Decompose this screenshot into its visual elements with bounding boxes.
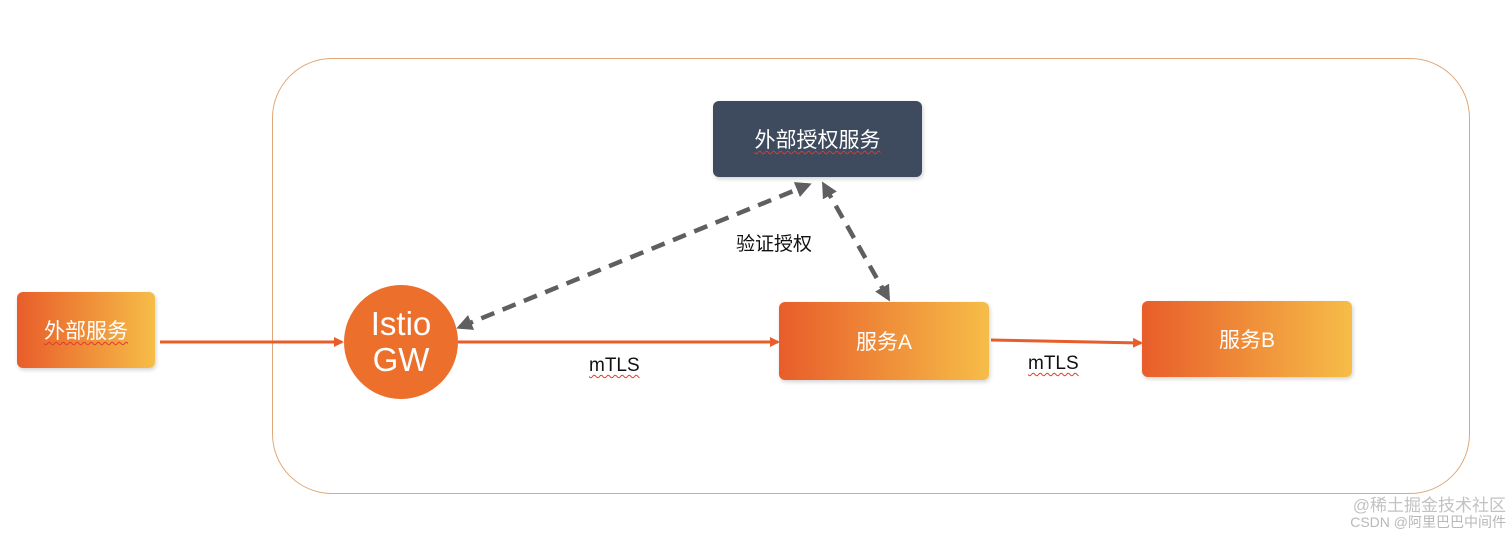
dashed-arrow-service-a-auth <box>822 181 890 302</box>
service-b-box: 服务B <box>1142 301 1352 377</box>
arrow-service-a-to-service-b <box>990 337 1143 348</box>
auth-service-label: 外部授权服务 <box>754 129 881 152</box>
external-service-label: 外部服务 <box>44 320 128 343</box>
mesh-boundary <box>272 58 1470 494</box>
service-a-label: 服务A <box>855 331 912 354</box>
external-service-box: 外部服务 <box>17 292 155 368</box>
gateway-label-line1: Istio <box>370 305 432 342</box>
service-a-box: 服务A <box>779 302 989 380</box>
verify-auth-label: 验证授权 <box>736 234 813 255</box>
watermark-line2: CSDN @阿里巴巴中间件 <box>1350 514 1506 530</box>
mtls-label-gw-a: mTLS <box>589 355 640 376</box>
istio-gateway-node: Istio GW <box>344 285 458 399</box>
mtls-label-a-b: mTLS <box>1028 353 1079 374</box>
auth-service-box: 外部授权服务 <box>713 101 922 177</box>
service-b-label: 服务B <box>1218 329 1275 352</box>
watermark: @稀土掘金技术社区 CSDN @阿里巴巴中间件 <box>1350 496 1506 530</box>
dashed-arrow-gateway-auth <box>456 182 812 330</box>
gateway-label-line2: GW <box>372 341 430 378</box>
watermark-line1: @稀土掘金技术社区 <box>1352 496 1506 515</box>
